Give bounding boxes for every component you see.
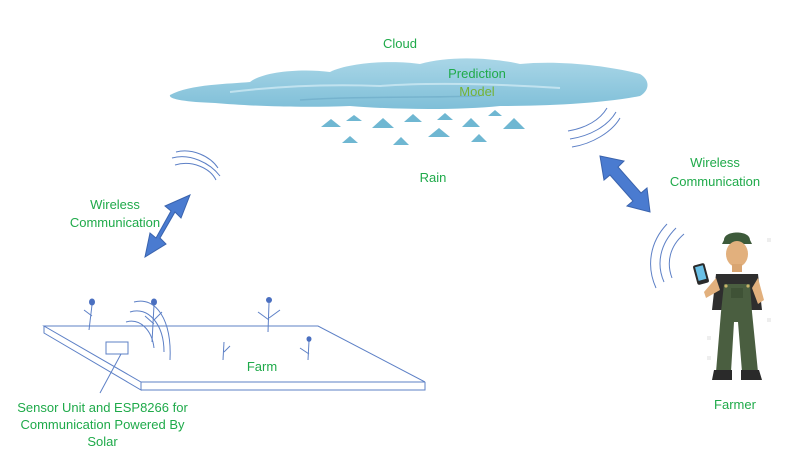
double-arrow-icon	[144, 194, 191, 259]
cloud-icon	[169, 58, 648, 109]
sensor-box-icon	[99, 341, 129, 394]
sensor-label-line2: Communication Powered By	[20, 417, 185, 432]
wireless-right-label-line1: Wireless	[690, 155, 740, 170]
rain-label: Rain	[419, 170, 447, 185]
plant-icon	[89, 297, 312, 342]
farm-label: Farm	[246, 359, 278, 374]
wifi-signal-icon	[650, 223, 685, 289]
sensor-label-line3: Solar	[87, 434, 118, 449]
wifi-signal-icon	[171, 150, 221, 181]
wireless-right-label-line2: Communication	[669, 174, 761, 189]
double-arrow-icon	[599, 155, 651, 213]
sensor-label-line1: Sensor Unit and ESP8266 for	[17, 400, 188, 415]
wireless-left-label-line2: Communication	[69, 215, 161, 230]
prediction-label: Prediction	[448, 66, 506, 81]
model-label: Model	[459, 84, 495, 99]
plant-icon	[83, 302, 310, 361]
farmer-label: Farmer	[714, 397, 756, 412]
farm-plot-icon	[42, 325, 426, 391]
wifi-signal-icon	[125, 300, 171, 361]
wireless-left-label-line1: Wireless	[90, 197, 140, 212]
rain-drop-icon	[321, 110, 525, 145]
smartphone-icon	[693, 263, 709, 285]
background-grid-marks	[707, 238, 771, 360]
wifi-signal-icon	[567, 107, 621, 148]
farmer-icon	[704, 232, 764, 380]
cloud-label: Cloud	[383, 36, 417, 51]
